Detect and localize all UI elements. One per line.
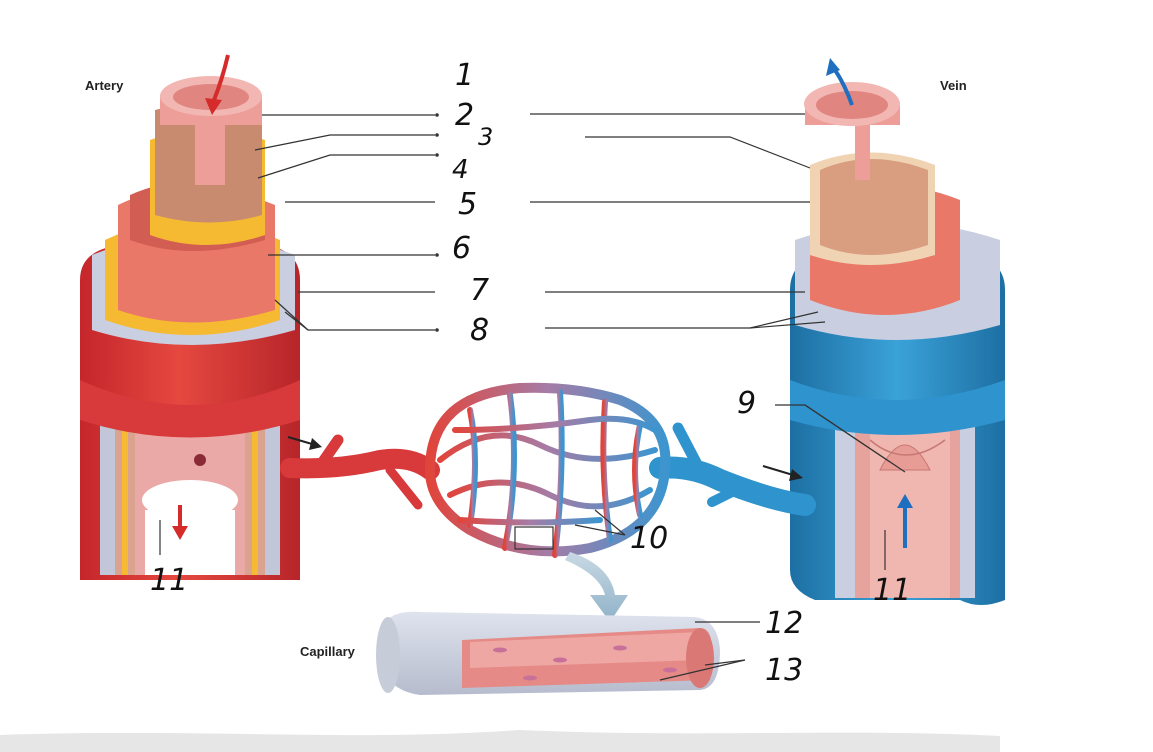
number-5: 5 — [458, 187, 477, 222]
label-dots — [435, 113, 439, 332]
leader-lines — [159, 113, 906, 681]
vein-label: Vein — [940, 78, 967, 93]
number-6: 6 — [452, 231, 471, 266]
artery-label: Artery — [85, 78, 124, 93]
artery-flow-arrowhead-bottom — [172, 526, 188, 540]
artery-illustration — [80, 76, 300, 580]
capillary-label: Capillary — [300, 644, 356, 659]
number-8: 8 — [470, 313, 489, 348]
number-9: 9 — [737, 386, 756, 421]
number-3: 3 — [478, 123, 493, 151]
number-1: 1 — [455, 58, 474, 93]
capillary-zoom-box — [514, 526, 554, 550]
background-smudge — [0, 730, 1000, 752]
zoom-pointer-arrow — [565, 552, 628, 622]
direction-arrows — [287, 436, 803, 481]
capillary-detail — [376, 611, 720, 695]
capillary-network — [280, 382, 816, 558]
number-12: 12 — [765, 606, 803, 641]
number-4: 4 — [452, 155, 469, 185]
artery-flow-arrow-top — [212, 54, 230, 101]
number-10: 10 — [630, 521, 668, 556]
number-2: 2 — [455, 98, 474, 133]
number-11-artery: 11 — [150, 563, 188, 598]
number-13: 13 — [765, 653, 803, 688]
artery-flow-arrowhead-top — [205, 98, 222, 115]
vein-flow-arrow-top — [833, 68, 854, 106]
vein-flow-arrowhead-bottom — [897, 494, 913, 508]
vein-flow-arrowhead-top — [826, 58, 840, 76]
number-11-vein: 11 — [873, 573, 911, 608]
number-7: 7 — [470, 273, 489, 308]
vein-illustration — [790, 82, 1005, 605]
